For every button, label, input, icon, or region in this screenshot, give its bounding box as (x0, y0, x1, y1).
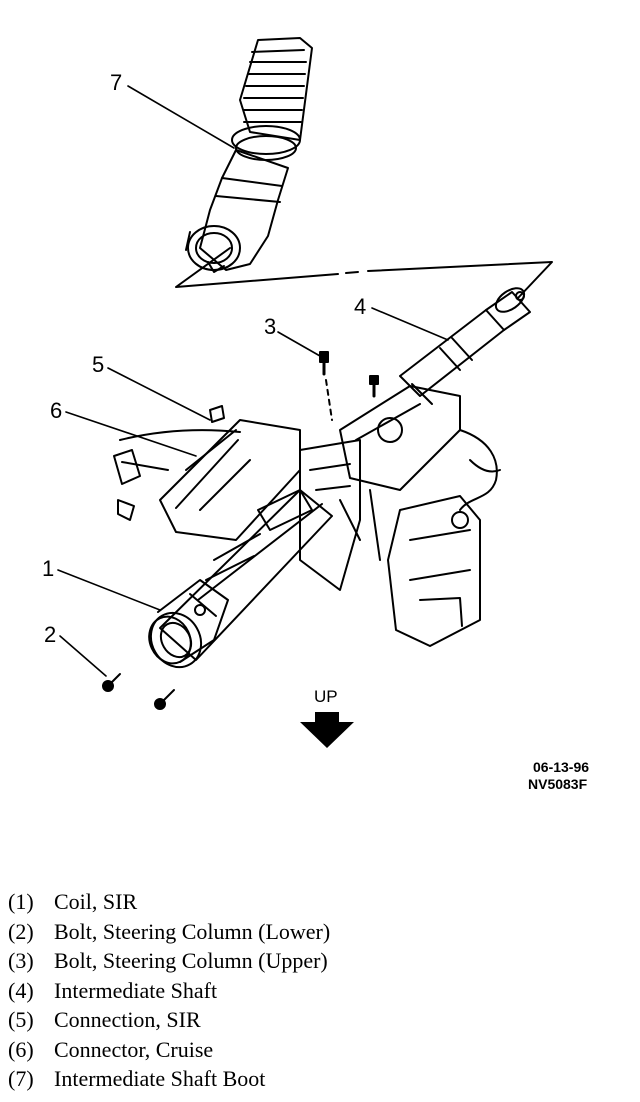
leader-lines (57, 85, 449, 677)
legend-text: Coil, SIR (54, 889, 138, 914)
up-direction-indicator: UP (300, 687, 354, 748)
leader-line-1 (57, 569, 161, 611)
legend-text: Connector, Cruise (54, 1036, 214, 1062)
leader-line-5 (107, 367, 211, 421)
callout-4: 4 (354, 294, 366, 319)
upper-bolt (319, 351, 333, 421)
legend-number: (1) (8, 889, 34, 914)
lower-bolt-2 (154, 689, 175, 710)
upper-bolt-2 (369, 375, 379, 398)
legend-item: (4) Intermediate Shaft (8, 976, 330, 1006)
legend-text: Connection, SIR (54, 1007, 201, 1032)
leader-line-6 (65, 411, 197, 457)
legend-item: (6) Connector, Cruise (8, 1035, 330, 1065)
callout-6: 6 (50, 398, 62, 423)
legend-text: Bolt, Steering Column (Upper) (54, 948, 328, 973)
legend-text: Intermediate Shaft Boot (54, 1066, 266, 1091)
callout-labels: 7 4 3 5 6 1 2 (42, 70, 366, 647)
steering-column-diagram: 7 4 3 5 6 1 2 UP 06-13-96 NV5083F (42, 37, 589, 792)
sir-coil (148, 579, 229, 665)
legend-text: Bolt, Steering Column (Lower) (54, 918, 331, 944)
callout-1: 1 (42, 556, 54, 581)
down-arrow-icon (300, 712, 354, 748)
legend-text: Intermediate Shaft (54, 977, 218, 1003)
legend-number: (3) (8, 948, 34, 973)
legend-item: (7) Intermediate Shaft Boot (8, 1064, 330, 1094)
boot-connection-indicator (175, 247, 553, 299)
intermediate-shaft-boot (185, 37, 313, 273)
leader-line-4 (371, 307, 449, 341)
leader-line-3 (277, 331, 321, 357)
callout-3: 3 (264, 314, 276, 339)
leader-line-7 (127, 85, 235, 149)
legend-number: (7) (8, 1066, 34, 1091)
leader-line-2 (59, 635, 107, 677)
callout-7: 7 (110, 70, 122, 95)
legend-number: (6) (8, 1036, 34, 1062)
legend-item: (1) Coil, SIR (8, 887, 330, 917)
callout-5: 5 (92, 352, 104, 377)
legend-item: (3) Bolt, Steering Column (Upper) (8, 946, 330, 976)
lower-bolt (102, 673, 121, 692)
figure-code: NV5083F (528, 776, 588, 792)
date-code: 06-13-96 (533, 759, 589, 775)
up-label: UP (314, 687, 338, 706)
legend-number: (4) (8, 977, 34, 1003)
legend-number: (2) (8, 918, 34, 944)
figure-code-block: 06-13-96 NV5083F (528, 759, 589, 792)
legend-item: (2) Bolt, Steering Column (Lower) (8, 917, 330, 947)
legend-item: (5) Connection, SIR (8, 1005, 330, 1035)
callout-2: 2 (44, 622, 56, 647)
steering-column (113, 385, 501, 669)
intermediate-shaft (399, 287, 531, 405)
legend-number: (5) (8, 1007, 34, 1032)
legend-list: (1) Coil, SIR (2) Bolt, Steering Column (L… (8, 887, 330, 1094)
